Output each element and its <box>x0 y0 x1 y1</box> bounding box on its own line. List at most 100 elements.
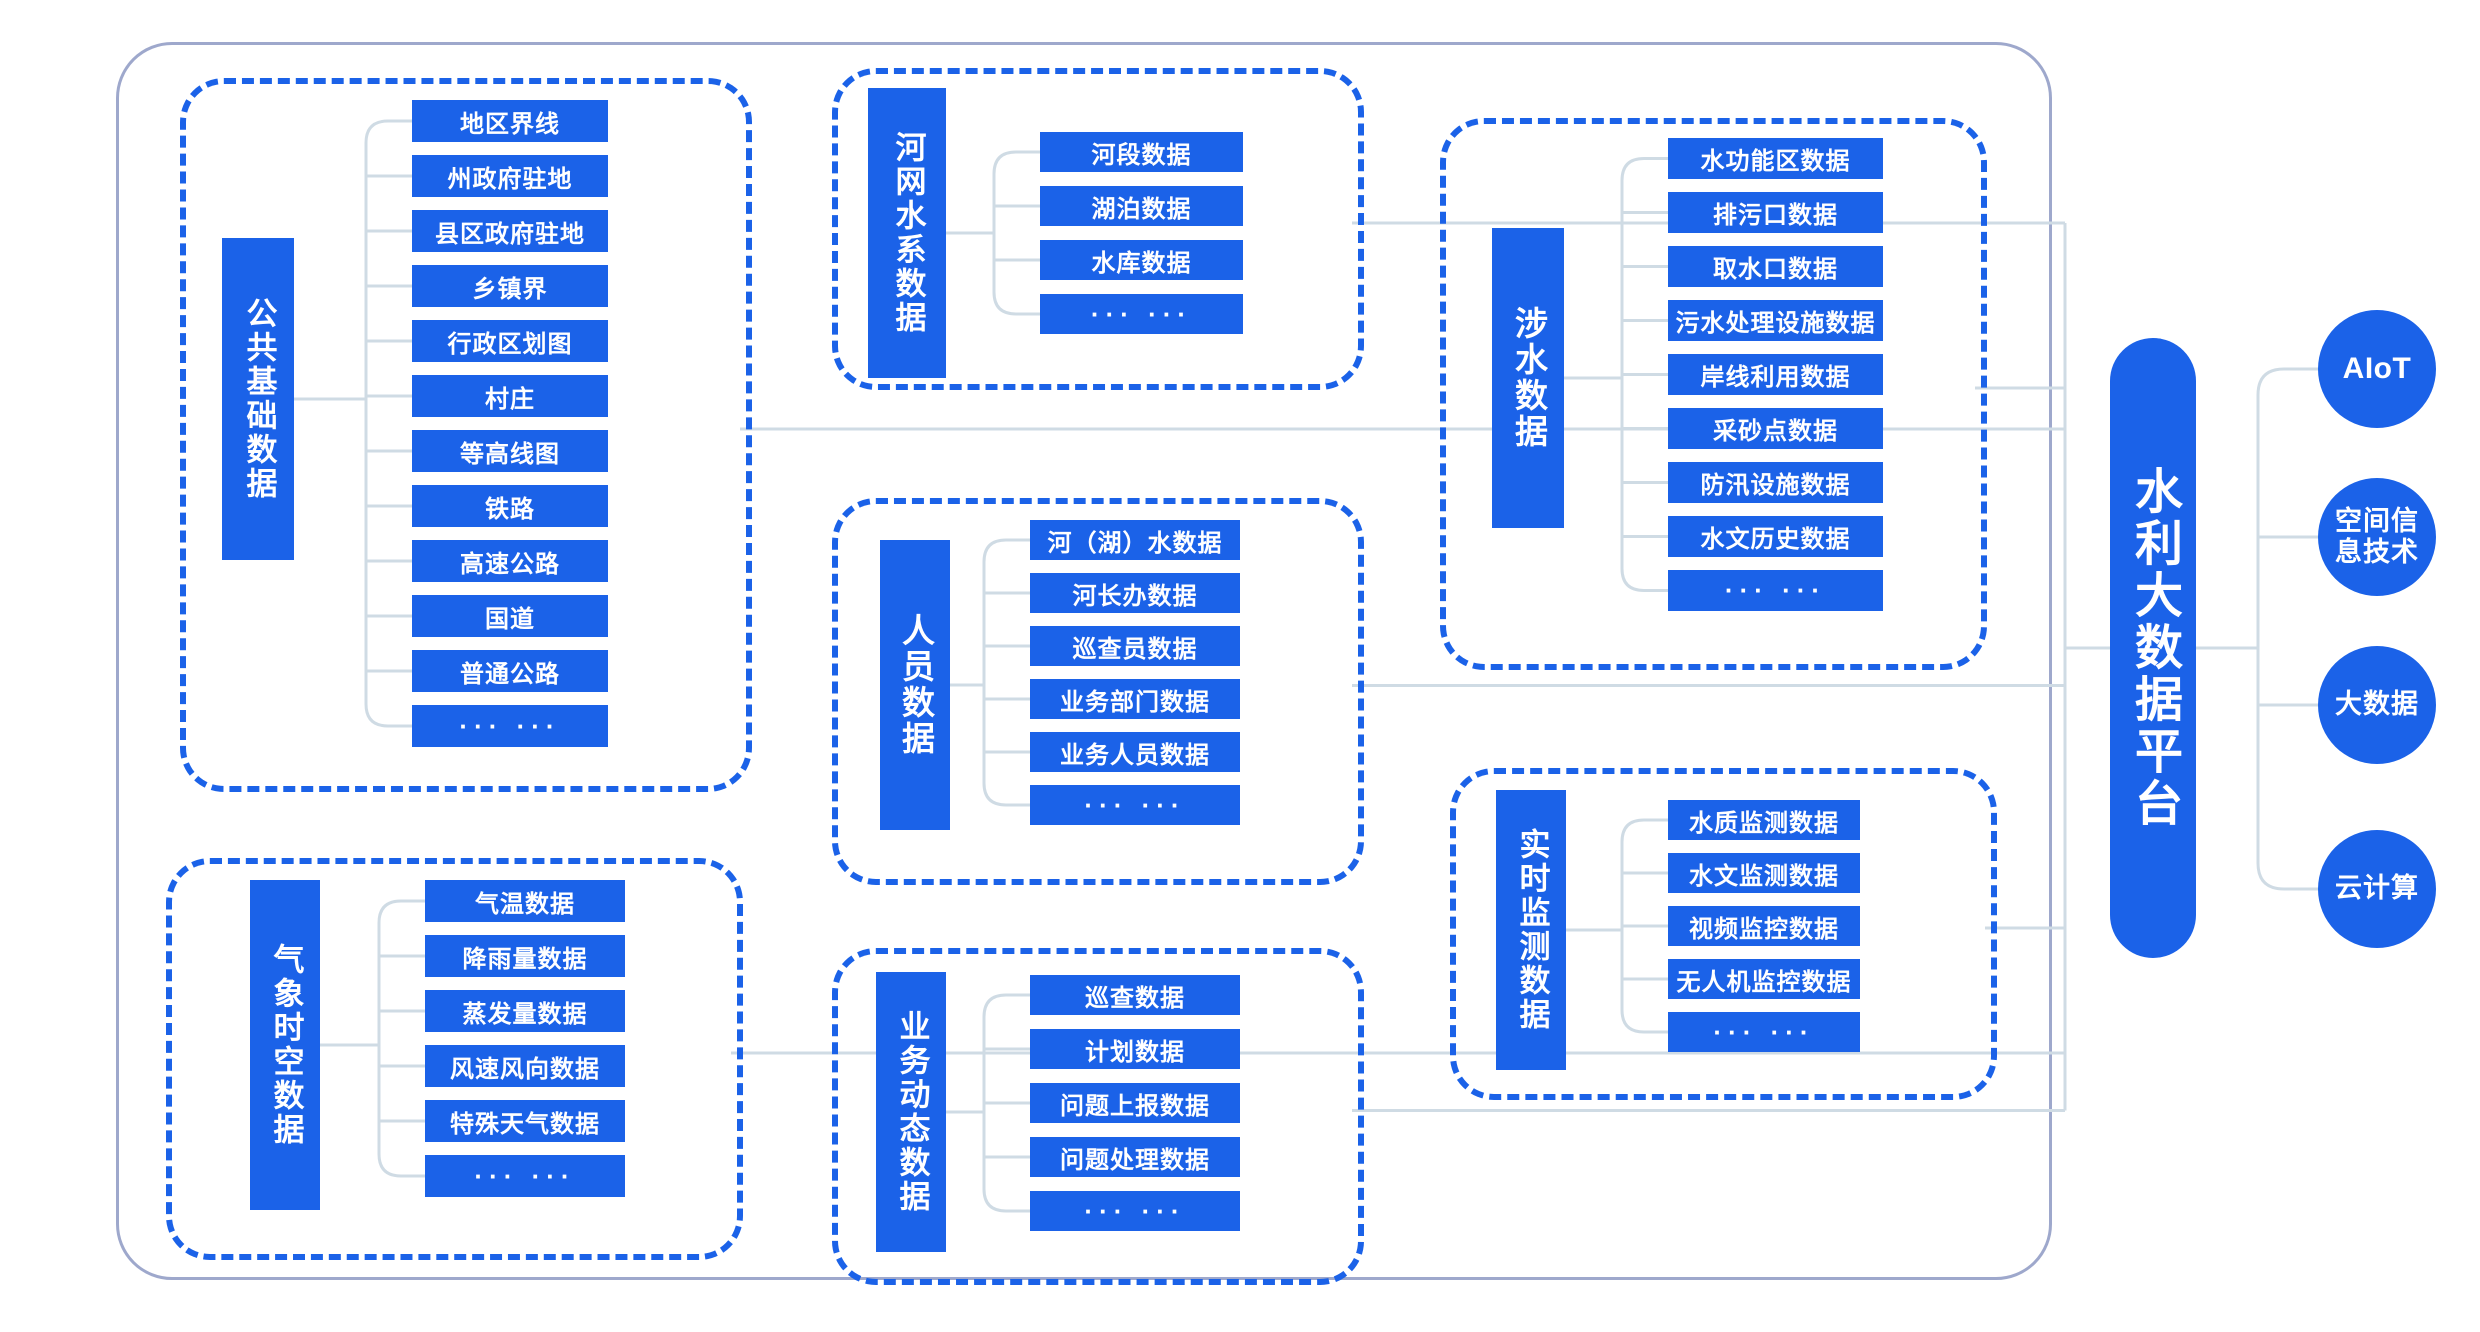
leaf-item[interactable]: 问题上报数据 <box>1030 1083 1240 1123</box>
leaf-item-label: 县区政府驻地 <box>435 220 585 248</box>
leaf-item-label: 计划数据 <box>1085 1038 1185 1066</box>
tech-circle-label: 大数据 <box>2335 689 2419 720</box>
leaf-item-label: 无人机监控数据 <box>1676 968 1852 996</box>
tech-circle-label: 云计算 <box>2335 873 2419 904</box>
leaf-item-label: 降雨量数据 <box>462 945 588 973</box>
leaf-item[interactable]: 水质监测数据 <box>1668 800 1860 840</box>
category-bar-label: 业务动态数据 <box>894 1010 930 1214</box>
leaf-item[interactable]: 业务部门数据 <box>1030 679 1240 719</box>
category-bar-label: 气象时空数据 <box>268 943 304 1147</box>
leaf-item[interactable]: 巡查员数据 <box>1030 626 1240 666</box>
leaf-item[interactable]: 地区界线 <box>412 100 608 142</box>
leaf-item-label: 河段数据 <box>1091 141 1192 169</box>
leaf-item-label: 国道 <box>485 605 535 633</box>
leaf-item-label: 巡查员数据 <box>1072 635 1198 663</box>
leaf-item[interactable]: ··· ··· <box>1040 294 1243 334</box>
leaf-item-label: 乡镇界 <box>472 275 548 303</box>
leaf-item[interactable]: ··· ··· <box>412 705 608 747</box>
category-bar-meteorological-spatiotemporal-data[interactable]: 气象时空数据 <box>250 880 320 1210</box>
leaf-item-label: 业务人员数据 <box>1060 741 1210 769</box>
leaf-item[interactable]: 污水处理设施数据 <box>1668 300 1883 341</box>
leaf-item[interactable]: 水库数据 <box>1040 240 1243 280</box>
leaf-item[interactable]: 蒸发量数据 <box>425 990 625 1032</box>
leaf-item-label: 视频监控数据 <box>1689 915 1839 943</box>
category-bar-river-network-data[interactable]: 河网水系数据 <box>868 88 946 378</box>
leaf-item-label: 湖泊数据 <box>1091 195 1192 223</box>
leaf-item[interactable]: 行政区划图 <box>412 320 608 362</box>
leaf-item[interactable]: 取水口数据 <box>1668 246 1883 287</box>
leaf-item[interactable]: 巡查数据 <box>1030 975 1240 1015</box>
leaf-item-label: 河长办数据 <box>1072 582 1198 610</box>
leaf-item[interactable]: 防汛设施数据 <box>1668 462 1883 503</box>
tech-circle-label: 空间信息技术 <box>2335 505 2419 567</box>
leaf-item-label: 气温数据 <box>475 890 575 918</box>
leaf-item[interactable]: 水功能区数据 <box>1668 138 1883 179</box>
leaf-item[interactable]: 高速公路 <box>412 540 608 582</box>
leaf-item[interactable]: 业务人员数据 <box>1030 732 1240 772</box>
tech-circle-spatial-information-technology[interactable]: 空间信息技术 <box>2318 478 2436 596</box>
leaf-item-label: 地区界线 <box>460 110 560 138</box>
tech-circle-cloud-computing[interactable]: 云计算 <box>2318 830 2436 948</box>
leaf-item[interactable]: ··· ··· <box>1030 785 1240 825</box>
leaf-item[interactable]: ··· ··· <box>1030 1191 1240 1231</box>
category-bar-label: 河网水系数据 <box>890 131 926 335</box>
tech-circle-aiot[interactable]: AIoT <box>2318 310 2436 428</box>
category-bar-public-basic-data[interactable]: 公共基础数据 <box>222 238 294 560</box>
outer-frame <box>116 42 2052 1280</box>
leaf-item[interactable]: 降雨量数据 <box>425 935 625 977</box>
tech-circle-label: AIoT <box>2342 351 2412 385</box>
leaf-item[interactable]: 国道 <box>412 595 608 637</box>
group-box-water-related-data <box>1440 118 1987 670</box>
leaf-item[interactable]: 视频监控数据 <box>1668 906 1860 946</box>
leaf-item[interactable]: 州政府驻地 <box>412 155 608 197</box>
category-bar-business-dynamic-data[interactable]: 业务动态数据 <box>876 972 946 1252</box>
tech-circle-big-data[interactable]: 大数据 <box>2318 646 2436 764</box>
leaf-item[interactable]: ··· ··· <box>1668 1012 1860 1052</box>
leaf-item[interactable]: 特殊天气数据 <box>425 1100 625 1142</box>
leaf-item-label: 铁路 <box>485 495 535 523</box>
leaf-item[interactable]: 岸线利用数据 <box>1668 354 1883 395</box>
leaf-item[interactable]: 河段数据 <box>1040 132 1243 172</box>
leaf-item-label: ··· ··· <box>1084 789 1186 820</box>
leaf-item[interactable]: 风速风向数据 <box>425 1045 625 1087</box>
category-bar-label: 人员数据 <box>897 613 935 757</box>
leaf-item-label: ··· ··· <box>474 1160 576 1191</box>
leaf-item[interactable]: 普通公路 <box>412 650 608 692</box>
leaf-item-label: ··· ··· <box>1724 575 1827 605</box>
category-bar-water-related-data[interactable]: 涉水数据 <box>1492 228 1564 528</box>
leaf-item[interactable]: 村庄 <box>412 375 608 417</box>
leaf-item-label: 等高线图 <box>460 440 560 468</box>
leaf-item[interactable]: 无人机监控数据 <box>1668 959 1860 999</box>
leaf-item[interactable]: 排污口数据 <box>1668 192 1883 233</box>
leaf-item[interactable]: ··· ··· <box>1668 570 1883 611</box>
leaf-item-label: ··· ··· <box>1713 1016 1815 1047</box>
group-box-meteorological-spatiotemporal-data <box>166 858 743 1260</box>
leaf-item-label: 村庄 <box>485 385 535 413</box>
leaf-item[interactable]: 计划数据 <box>1030 1029 1240 1069</box>
central-platform-node[interactable]: 水利大数据平台 <box>2110 338 2196 958</box>
category-bar-realtime-monitoring-data[interactable]: 实时监测数据 <box>1496 790 1566 1070</box>
leaf-item-label: 岸线利用数据 <box>1700 364 1851 391</box>
leaf-item-label: 污水处理设施数据 <box>1675 310 1876 337</box>
leaf-item-label: 问题处理数据 <box>1060 1146 1210 1174</box>
leaf-item[interactable]: 气温数据 <box>425 880 625 922</box>
leaf-item[interactable]: 乡镇界 <box>412 265 608 307</box>
group-box-public-basic-data <box>180 78 752 792</box>
leaf-item-label: 高速公路 <box>460 550 560 578</box>
leaf-item-label: ··· ··· <box>1084 1195 1186 1226</box>
leaf-item[interactable]: 采砂点数据 <box>1668 408 1883 449</box>
leaf-item[interactable]: 河（湖）水数据 <box>1030 520 1240 560</box>
leaf-item-label: 风速风向数据 <box>450 1055 600 1083</box>
category-bar-personnel-data[interactable]: 人员数据 <box>880 540 950 830</box>
leaf-item[interactable]: 等高线图 <box>412 430 608 472</box>
leaf-item[interactable]: ··· ··· <box>425 1155 625 1197</box>
leaf-item[interactable]: 问题处理数据 <box>1030 1137 1240 1177</box>
leaf-item[interactable]: 河长办数据 <box>1030 573 1240 613</box>
leaf-item[interactable]: 湖泊数据 <box>1040 186 1243 226</box>
leaf-item[interactable]: 水文监测数据 <box>1668 853 1860 893</box>
leaf-item[interactable]: 铁路 <box>412 485 608 527</box>
leaf-item[interactable]: 县区政府驻地 <box>412 210 608 252</box>
leaf-item-label: 普通公路 <box>460 660 560 688</box>
leaf-item[interactable]: 水文历史数据 <box>1668 516 1883 557</box>
